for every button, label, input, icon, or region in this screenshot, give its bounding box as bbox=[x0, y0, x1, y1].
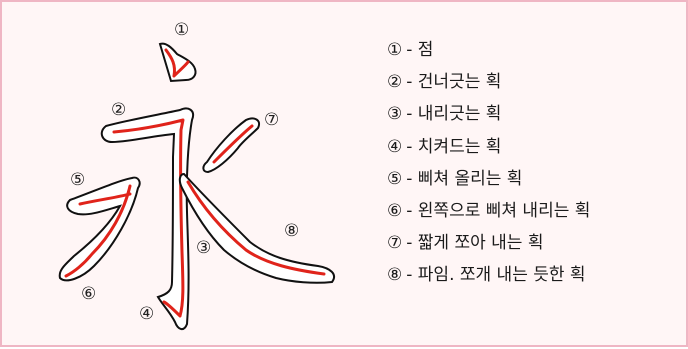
stroke-number-5: ⑤ bbox=[70, 170, 86, 190]
legend-text: - 점 bbox=[406, 40, 434, 60]
stroke-number-1: ① bbox=[174, 20, 190, 40]
legend-marker: ⑦ bbox=[387, 233, 403, 254]
legend-item: ④- 치켜드는 획 bbox=[387, 131, 590, 163]
legend-text: - 건너긋는 획 bbox=[406, 72, 502, 93]
legend-marker: ④ bbox=[387, 136, 403, 157]
legend-item: ⑤- 삐쳐 올리는 획 bbox=[387, 163, 590, 195]
stroke-8-sweep bbox=[178, 172, 336, 284]
stroke-number-7: ⑦ bbox=[264, 110, 280, 130]
stroke-2-3-4-vertical bbox=[100, 107, 194, 330]
legend-item: ②- 건너긋는 획 bbox=[387, 66, 590, 98]
legend-text: - 왼쪽으로 삐쳐 내리는 획 bbox=[406, 200, 591, 221]
stroke-1-dot bbox=[158, 42, 197, 83]
legend-item: ⑥- 왼쪽으로 삐쳐 내리는 획 bbox=[387, 195, 590, 227]
stroke-number-8: ⑧ bbox=[284, 221, 300, 241]
stroke-number-6: ⑥ bbox=[81, 284, 97, 304]
legend-text: - 짧게 쪼아 내는 획 bbox=[406, 233, 544, 254]
legend-item: ⑦- 짧게 쪼아 내는 획 bbox=[387, 227, 590, 259]
stroke-7-short bbox=[202, 117, 260, 174]
legend-text: - 내리긋는 획 bbox=[406, 104, 502, 125]
stroke-number-2: ② bbox=[111, 100, 127, 120]
legend-item: ⑧- 파임. 쪼개 내는 듯한 획 bbox=[387, 259, 590, 291]
legend-item: ③- 내리긋는 획 bbox=[387, 98, 590, 130]
legend-marker: ⑧ bbox=[387, 265, 403, 286]
stroke-5-6-left bbox=[58, 176, 141, 282]
legend-text: - 삐쳐 올리는 획 bbox=[406, 168, 523, 189]
stroke-number-4: ④ bbox=[139, 304, 155, 324]
stroke-number-3: ③ bbox=[196, 238, 212, 258]
legend-marker: ① bbox=[387, 40, 403, 60]
legend-marker: ③ bbox=[387, 104, 403, 125]
stroke-legend: ①- 점 ②- 건너긋는 획 ③- 내리긋는 획 ④- 치켜드는 획 ⑤- 삐쳐… bbox=[387, 34, 590, 292]
legend-text: - 치켜드는 획 bbox=[406, 136, 502, 157]
legend-text: - 파임. 쪼개 내는 듯한 획 bbox=[406, 265, 586, 286]
legend-marker: ② bbox=[387, 72, 403, 93]
legend-marker: ⑥ bbox=[387, 200, 403, 221]
legend-marker: ⑤ bbox=[387, 168, 403, 189]
legend-item: ①- 점 bbox=[387, 34, 590, 66]
